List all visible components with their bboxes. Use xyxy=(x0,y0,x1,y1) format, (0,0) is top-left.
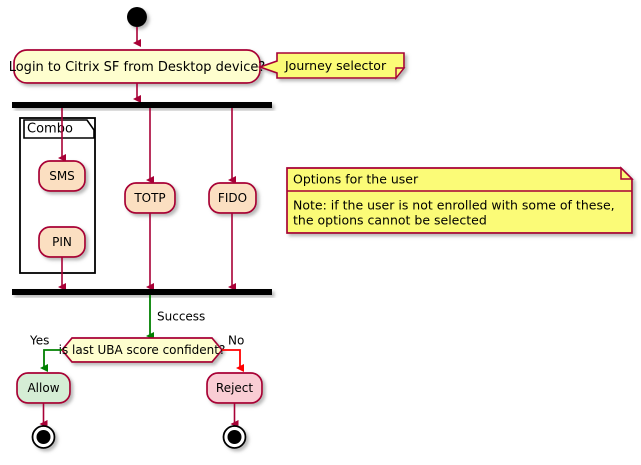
fork-bar xyxy=(12,102,272,108)
join-bar xyxy=(12,289,272,295)
options-note-title: Options for the user xyxy=(293,172,419,187)
options-note-line-2: the options cannot be selected xyxy=(293,213,487,228)
options-note-line-1: Note: if the user is not enrolled with s… xyxy=(293,198,615,213)
option-sms-label: SMS xyxy=(49,169,75,183)
partition-combo-title: Combo xyxy=(27,122,73,137)
activity-login[interactable]: Login to Citrix SF from Desktop device? xyxy=(9,49,266,84)
success-edge-label: Success xyxy=(157,310,205,324)
option-totp-label: TOTP xyxy=(133,191,165,205)
outcome-reject-label: Reject xyxy=(216,381,253,395)
decision-uba-score[interactable]: is last UBA score confident? xyxy=(59,337,226,363)
journey-selector-note: Journey selector xyxy=(257,52,406,80)
start-node xyxy=(127,7,147,27)
activity-login-label: Login to Citrix SF from Desktop device? xyxy=(9,60,266,75)
option-pin[interactable]: PIN xyxy=(38,226,86,258)
option-pin-label: PIN xyxy=(52,235,72,249)
edge-decision-no xyxy=(222,349,244,372)
outcome-allow[interactable]: Allow xyxy=(16,372,71,404)
edge-decision-yes xyxy=(40,349,62,372)
end-node-reject xyxy=(222,425,247,449)
decision-yes-label: Yes xyxy=(29,334,49,348)
option-sms[interactable]: SMS xyxy=(38,160,86,192)
options-note: Options for the user Note: if the user i… xyxy=(286,166,634,234)
journey-selector-note-label: Journey selector xyxy=(284,58,387,73)
outcome-reject[interactable]: Reject xyxy=(206,372,263,404)
decision-uba-score-label: is last UBA score confident? xyxy=(59,343,226,357)
decision-no-label: No xyxy=(228,334,244,348)
option-fido-label: FIDO xyxy=(218,191,247,205)
option-totp[interactable]: TOTP xyxy=(124,182,176,214)
outcome-allow-label: Allow xyxy=(27,381,59,395)
option-fido[interactable]: FIDO xyxy=(208,182,257,214)
end-node-allow xyxy=(31,425,56,449)
